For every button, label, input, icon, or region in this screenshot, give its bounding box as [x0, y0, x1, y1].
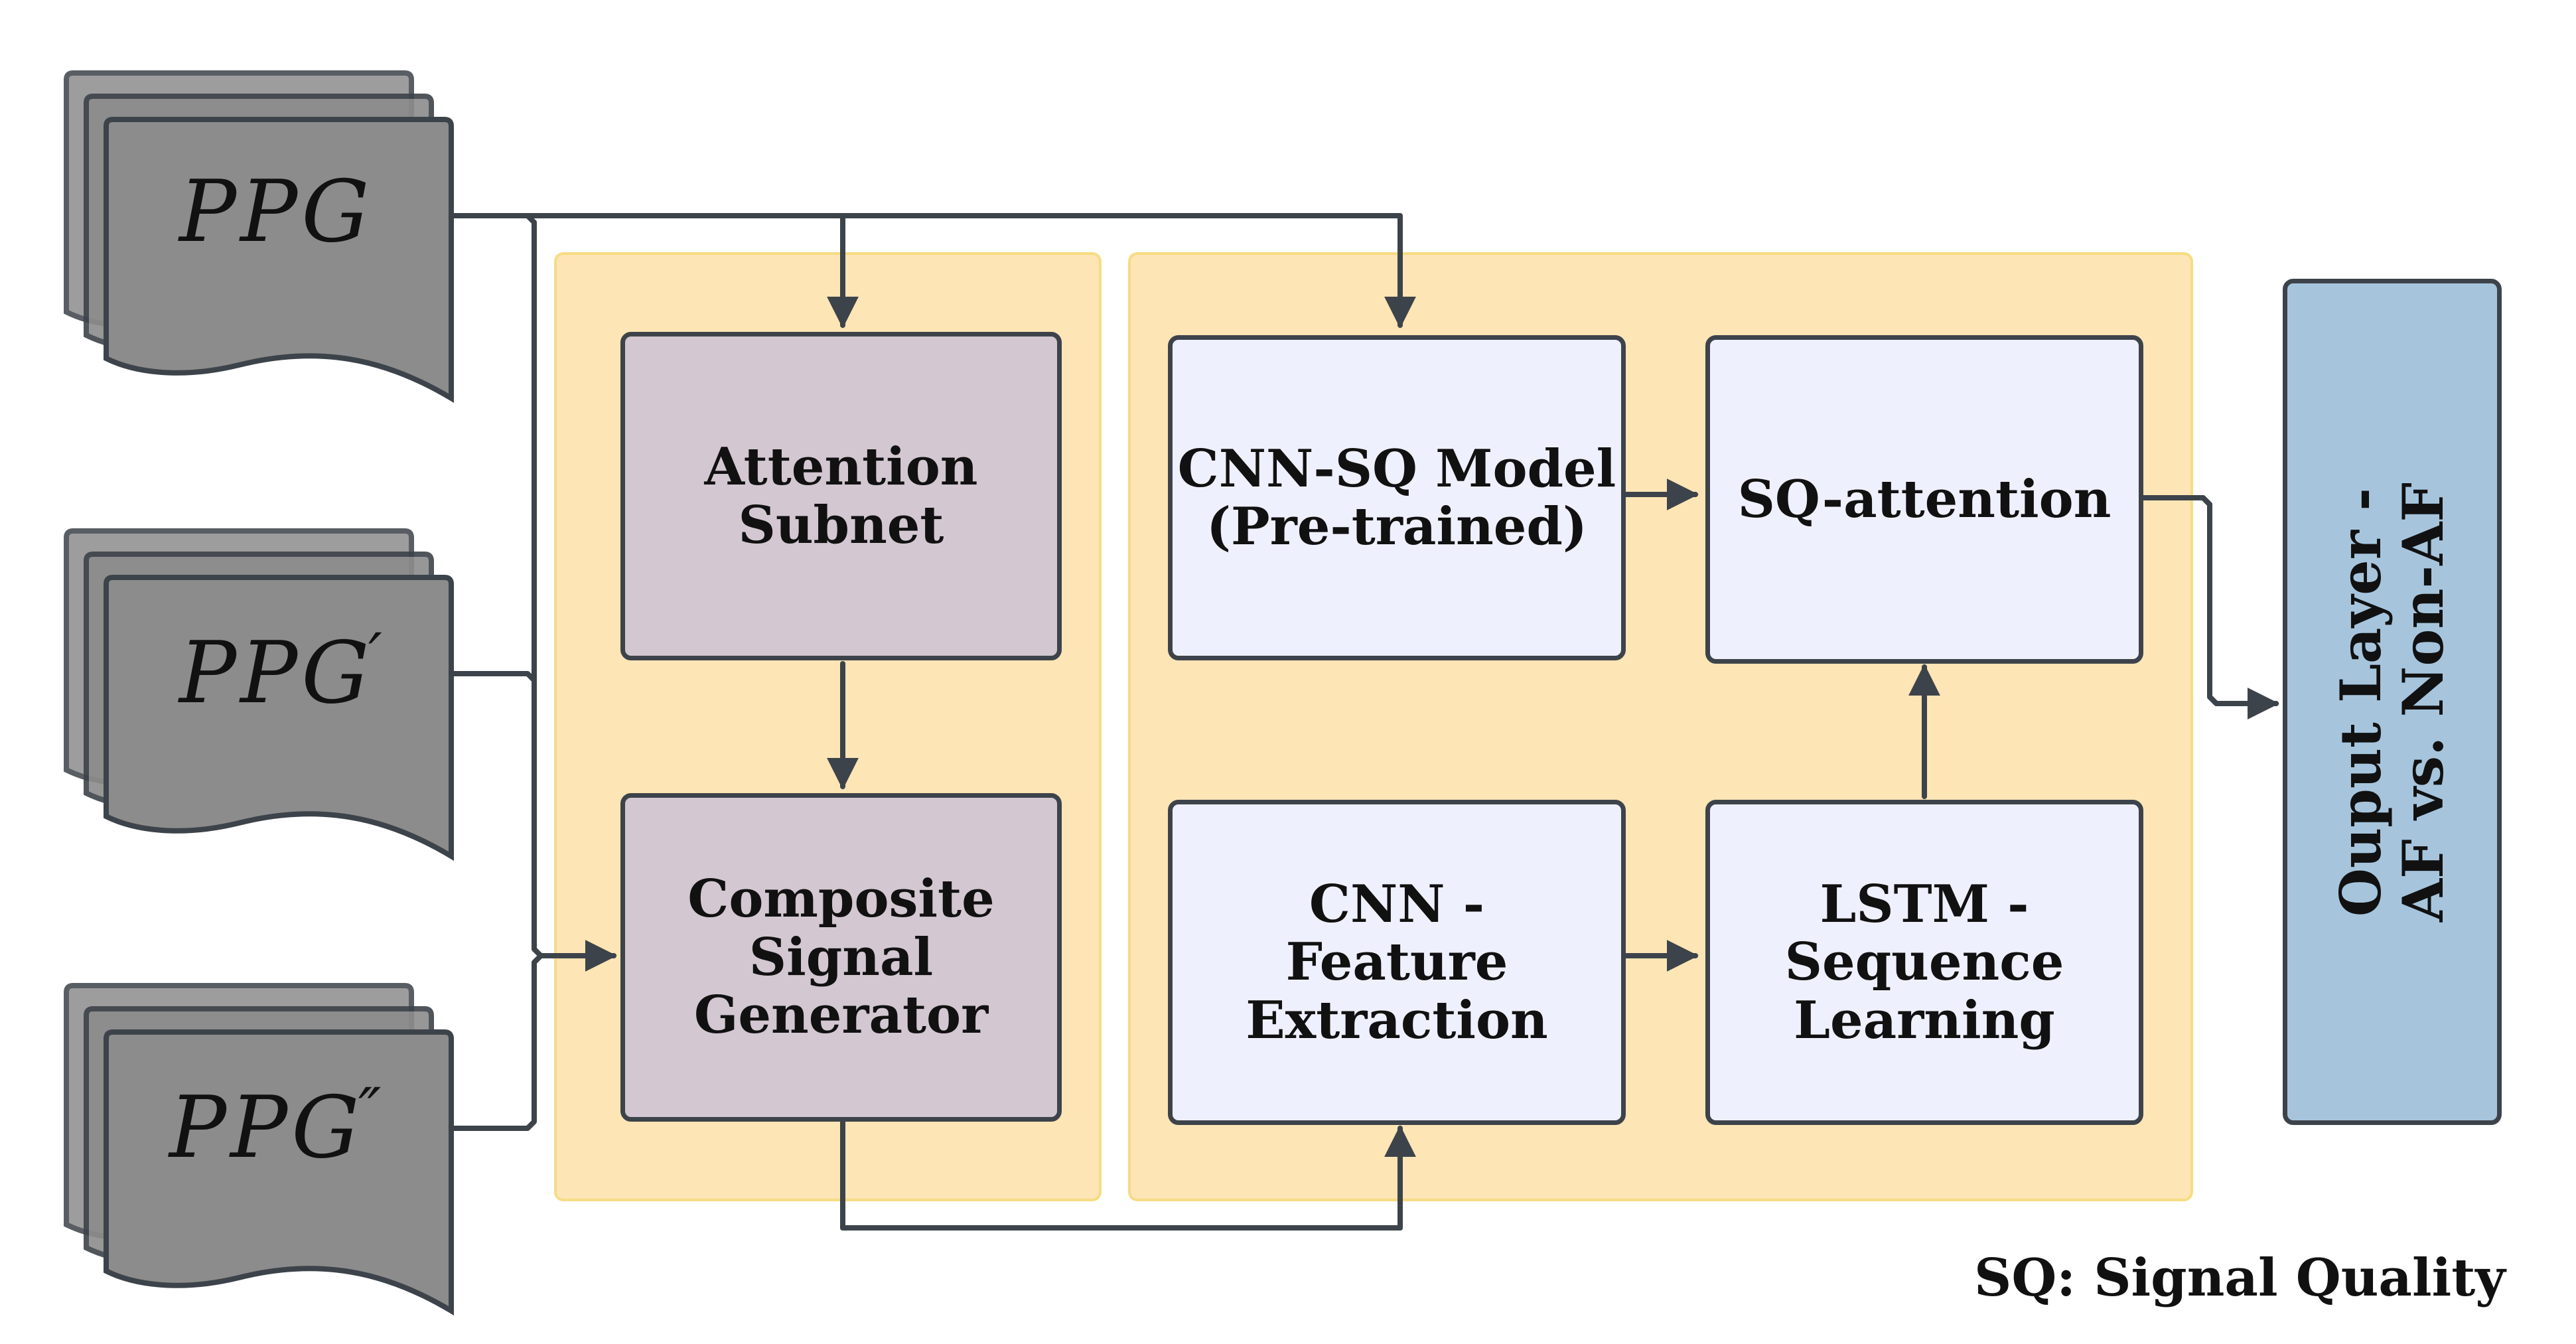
- sq-attention-block: SQ-attention: [1705, 335, 2143, 664]
- legend-note: SQ: Signal Quality: [1974, 1248, 2506, 1308]
- input-label-ppg: PPG: [179, 163, 374, 261]
- edge-ppg-double-prime: [449, 953, 543, 1131]
- attention-subnet-label: Attention Subnet: [704, 437, 978, 556]
- composite-signal-generator-label: Composite Signal Generator: [687, 869, 995, 1046]
- prime-mark: ′: [368, 621, 382, 692]
- cnn-sq-model-block: CNN-SQ Model (Pre-trained): [1168, 335, 1626, 660]
- cnn-feature-extraction-label: CNN - Feature Extraction: [1246, 873, 1548, 1051]
- input-label-ppg-double-prime: PPG: [169, 1079, 364, 1177]
- cnn-sq-model-label: CNN-SQ Model (Pre-trained): [1177, 438, 1616, 557]
- attention-subnet-block: Attention Subnet: [620, 332, 1062, 660]
- edge-ppg-prime: [449, 671, 537, 683]
- composite-signal-generator-block: Composite Signal Generator: [620, 793, 1062, 1122]
- output-layer-label: Ouput Layer - AF vs. Non-AF: [2327, 482, 2456, 922]
- double-prime-mark: ″: [358, 1075, 382, 1146]
- lstm-sequence-learning-label: LSTM - Sequence Learning: [1784, 873, 2064, 1051]
- cnn-feature-extraction-block: CNN - Feature Extraction: [1168, 800, 1626, 1125]
- input-label-ppg-prime: PPG: [179, 624, 374, 723]
- output-layer-block: Ouput Layer - AF vs. Non-AF: [2283, 279, 2502, 1125]
- sq-attention-label: SQ-attention: [1737, 469, 2111, 530]
- lstm-sequence-learning-block: LSTM - Sequence Learning: [1705, 800, 2143, 1125]
